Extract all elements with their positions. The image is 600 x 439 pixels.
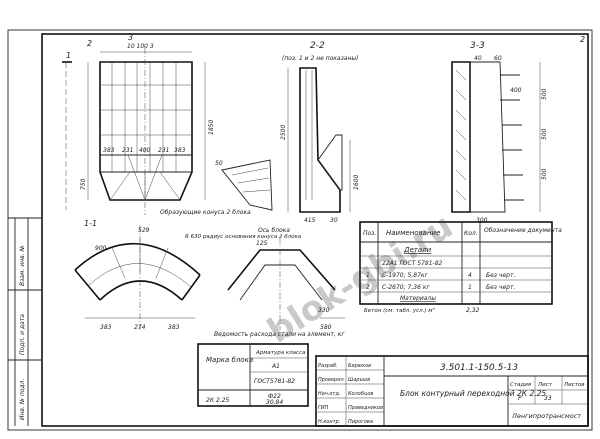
s3-dim-60: 60 xyxy=(494,55,502,62)
strip-label-3: Взам. инв. № xyxy=(19,245,26,286)
page-number: 2 xyxy=(580,35,585,44)
front-view: 1850 750 10 100 3 383 231 400 231 383 1 … xyxy=(62,33,251,228)
steel-mark: 2К 2.25 xyxy=(206,397,230,404)
s3-dim-500a: 500 xyxy=(541,88,548,100)
s3-dim-300: 300 xyxy=(476,217,488,224)
role-1: Проверил xyxy=(318,377,344,383)
arc-529: 529 xyxy=(138,227,150,234)
spec-r1-doc: Без черт. xyxy=(486,272,515,279)
dim-750: 750 xyxy=(80,178,87,190)
plan-231a: 231 xyxy=(122,147,133,154)
steel-value: 30,84 xyxy=(266,399,283,406)
dim-50: 50 xyxy=(215,160,223,167)
axis-580: 580 xyxy=(320,324,332,331)
steel-diam: Ф22 xyxy=(268,393,281,400)
plan-383a: 383 xyxy=(103,147,115,154)
spec-h-name: Наименование xyxy=(386,229,440,237)
axis-label: Ось блока xyxy=(258,227,290,234)
spec-group-1: Детали xyxy=(403,246,432,254)
cone-detail: 50 xyxy=(215,159,273,211)
dim-1850: 1850 xyxy=(208,120,215,135)
cone-note: Образующие конуса 2 блока xyxy=(160,209,251,216)
plan-231b: 231 xyxy=(158,147,169,154)
doc-name: Блок контурный переходной 2К 2.25 xyxy=(400,389,546,398)
org-name: Ленгипротрансмост xyxy=(511,412,581,420)
spec-r0-name: 22А1 ГОСТ 5781-82 xyxy=(382,260,443,267)
plan-low-383a: 383 xyxy=(100,324,112,331)
steel-col1: Марка блока xyxy=(206,356,253,364)
marker-1-top: 1 xyxy=(66,51,71,60)
name-4: Пирогова xyxy=(348,419,373,425)
radius-note: R 630 радиус основания конуса 2 блока xyxy=(185,234,302,240)
sheet-value: 33 xyxy=(544,395,552,402)
dim-30: 30 xyxy=(330,217,338,224)
sheets-label: Листов xyxy=(563,382,585,388)
s3-dim-500b: 500 xyxy=(541,128,548,140)
dim-1600: 1600 xyxy=(353,175,360,190)
s3-dim-40: 40 xyxy=(474,55,482,62)
section-3-3: 3-3 40 60 400 500 500 500 300 xyxy=(451,41,548,224)
spec-r1-qty: 4 xyxy=(468,272,472,279)
spec-r2-doc: Без черт. xyxy=(486,284,515,291)
strip-label-2: Подп. и дата xyxy=(19,314,26,355)
spec-r3-name: Бетон (см. табл. усл.) м³ xyxy=(364,307,435,314)
marker-2-top: 2 xyxy=(87,39,92,48)
steel-gost: ГОСТ5781-82 xyxy=(254,378,295,385)
dim-415: 415 xyxy=(304,217,316,224)
spec-r1-name: С-1970; 5,87кг xyxy=(382,272,429,279)
doc-code: 3.501.1-150.5-13 xyxy=(440,363,518,373)
inner-frame xyxy=(41,33,589,427)
stage-value: Р xyxy=(518,395,522,402)
section-1-label: 1-1 xyxy=(84,219,97,228)
spec-h-doc: Обозначение документа xyxy=(484,227,562,234)
left-strip: Инв. № подл. Подп. и дата Взам. инв. № xyxy=(8,217,42,426)
spec-group-2: Материалы xyxy=(400,295,436,302)
axis-125: 125 xyxy=(256,240,268,247)
spec-h-qty: Кол. xyxy=(464,230,478,237)
name-2: Колобцов xyxy=(348,391,373,397)
steel-title: Ведомость расхода стали на элемент, кг xyxy=(214,331,345,338)
spec-r1-pos: 1 xyxy=(366,272,370,279)
plan-low-383b: 383 xyxy=(168,324,180,331)
section-2-note: (поз. 1 и 2 не показаны) xyxy=(282,55,358,62)
name-0: Бирюков xyxy=(348,363,371,369)
title-block: 3.501.1-150.5-13 Блок контурный переходн… xyxy=(315,355,589,427)
name-1: Шаршов xyxy=(348,377,370,383)
section-3-label: 3-3 xyxy=(470,41,485,51)
spec-table: Поз. Наименование Кол. Обозначение докум… xyxy=(359,221,562,314)
name-3: Праведников xyxy=(348,405,383,411)
strip-label-1: Инв. № подл. xyxy=(19,379,26,420)
plan-view: 900 529 383 274 383 R 630 радиус основан… xyxy=(74,225,302,331)
axis-330: 330 xyxy=(318,307,330,314)
arc-900: 900 xyxy=(95,245,107,252)
steel-col2: Арматура класса xyxy=(255,350,306,356)
steel-sub: А1 xyxy=(271,363,280,370)
plan-400: 400 xyxy=(139,147,151,154)
spec-r2-name: С-2670; 7,36 кг xyxy=(382,284,430,291)
plan-383b: 383 xyxy=(174,147,186,154)
section-2-2: 2-2 (поз. 1 и 2 не показаны) 2500 1600 4… xyxy=(280,41,360,224)
dim-2500: 2500 xyxy=(280,125,287,140)
marker-3-top: 3 xyxy=(128,33,133,42)
axis-view: Ось блока 330 580 125 xyxy=(227,227,345,331)
role-2: Нач.отд. xyxy=(318,391,340,397)
spec-r3-qty: 2,32 xyxy=(466,307,480,314)
dim-top: 10 100 3 xyxy=(127,43,154,50)
s3-dim-500c: 500 xyxy=(541,168,548,180)
role-0: Разраб. xyxy=(318,363,338,369)
s3-dim-400: 400 xyxy=(510,87,522,94)
spec-h-pos: Поз. xyxy=(363,230,376,237)
spec-r2-pos: 2 xyxy=(366,284,370,291)
stage-label: Стадия xyxy=(510,382,532,388)
sheet-label: Лист xyxy=(537,382,553,388)
spec-r2-qty: 1 xyxy=(468,284,472,291)
section-2-label: 2-2 xyxy=(310,41,325,51)
role-4: Н.контр. xyxy=(318,419,340,425)
plan-low-274: 274 xyxy=(134,324,146,331)
role-3: ГИП xyxy=(318,405,329,411)
outer-frame xyxy=(7,29,593,431)
steel-table: Ведомость расхода стали на элемент, кг М… xyxy=(197,331,345,407)
